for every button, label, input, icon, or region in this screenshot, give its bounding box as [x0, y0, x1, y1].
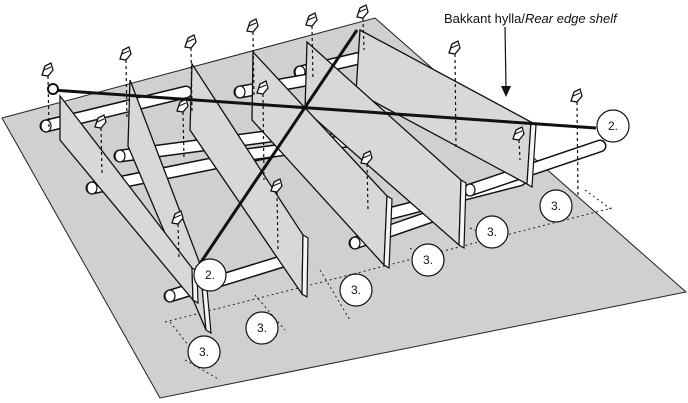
level-marker-icon	[119, 46, 132, 61]
rod	[463, 139, 607, 197]
rear-edge-label: Bakkant hylla/Rear edge shelf	[444, 11, 618, 26]
level-marker-icon	[448, 40, 461, 55]
panel-group	[59, 28, 537, 335]
leader-line	[100, 127, 103, 176]
callout-text: 3.	[487, 225, 497, 239]
callout-text: 2.	[608, 119, 618, 133]
callout-group: 2. 2. 3. 3. 3. 3. 3. 3.	[187, 109, 630, 369]
leader-line	[276, 191, 279, 251]
diagonal-string	[195, 29, 359, 269]
level-marker-icon	[356, 4, 369, 19]
callout-three: 3.	[339, 273, 373, 307]
level-marker-icon	[184, 34, 197, 49]
divider-panel	[304, 40, 467, 250]
level-marker-icon	[270, 178, 283, 193]
divider-panel	[189, 61, 309, 299]
leader-line	[262, 93, 265, 181]
leader-line	[125, 59, 128, 121]
string-anchor-left	[47, 83, 59, 95]
callout-text: 3.	[351, 283, 361, 297]
level-marker-icon	[171, 210, 184, 225]
callout-two: 2.	[193, 258, 227, 292]
callout-text: 3.	[257, 321, 267, 335]
callout-text: 3.	[551, 199, 561, 213]
marker-group	[41, 4, 583, 225]
leader-line	[362, 17, 365, 51]
rear-edge-line	[51, 88, 597, 130]
arrow-down-icon	[501, 26, 511, 97]
leader-line	[190, 47, 193, 113]
callout-three: 3.	[411, 243, 445, 277]
leader-line	[454, 53, 457, 151]
callout-text: 3.	[423, 253, 433, 267]
callout-three: 3.	[187, 335, 221, 369]
level-marker-icon	[176, 98, 189, 113]
leader-line	[252, 31, 255, 97]
leader-line	[177, 223, 180, 261]
divider-panel	[355, 28, 537, 189]
level-marker-icon	[246, 18, 259, 33]
callout-two: 2.	[596, 109, 630, 143]
leader-line	[366, 163, 369, 211]
level-marker-icon	[41, 62, 54, 77]
level-marker-icon	[256, 80, 269, 95]
leader-line	[182, 111, 185, 161]
level-marker-icon	[94, 114, 107, 129]
callout-three: 3.	[245, 311, 279, 345]
callout-text: 2.	[205, 268, 215, 282]
level-marker-icon	[305, 12, 318, 27]
leader-lines	[47, 17, 579, 261]
callout-three: 3.	[539, 189, 573, 223]
callout-text: 3.	[199, 345, 209, 359]
callout-three: 3.	[475, 215, 509, 249]
level-marker-icon	[360, 150, 373, 165]
level-marker-icon	[512, 126, 525, 141]
level-marker-icon	[570, 88, 583, 103]
